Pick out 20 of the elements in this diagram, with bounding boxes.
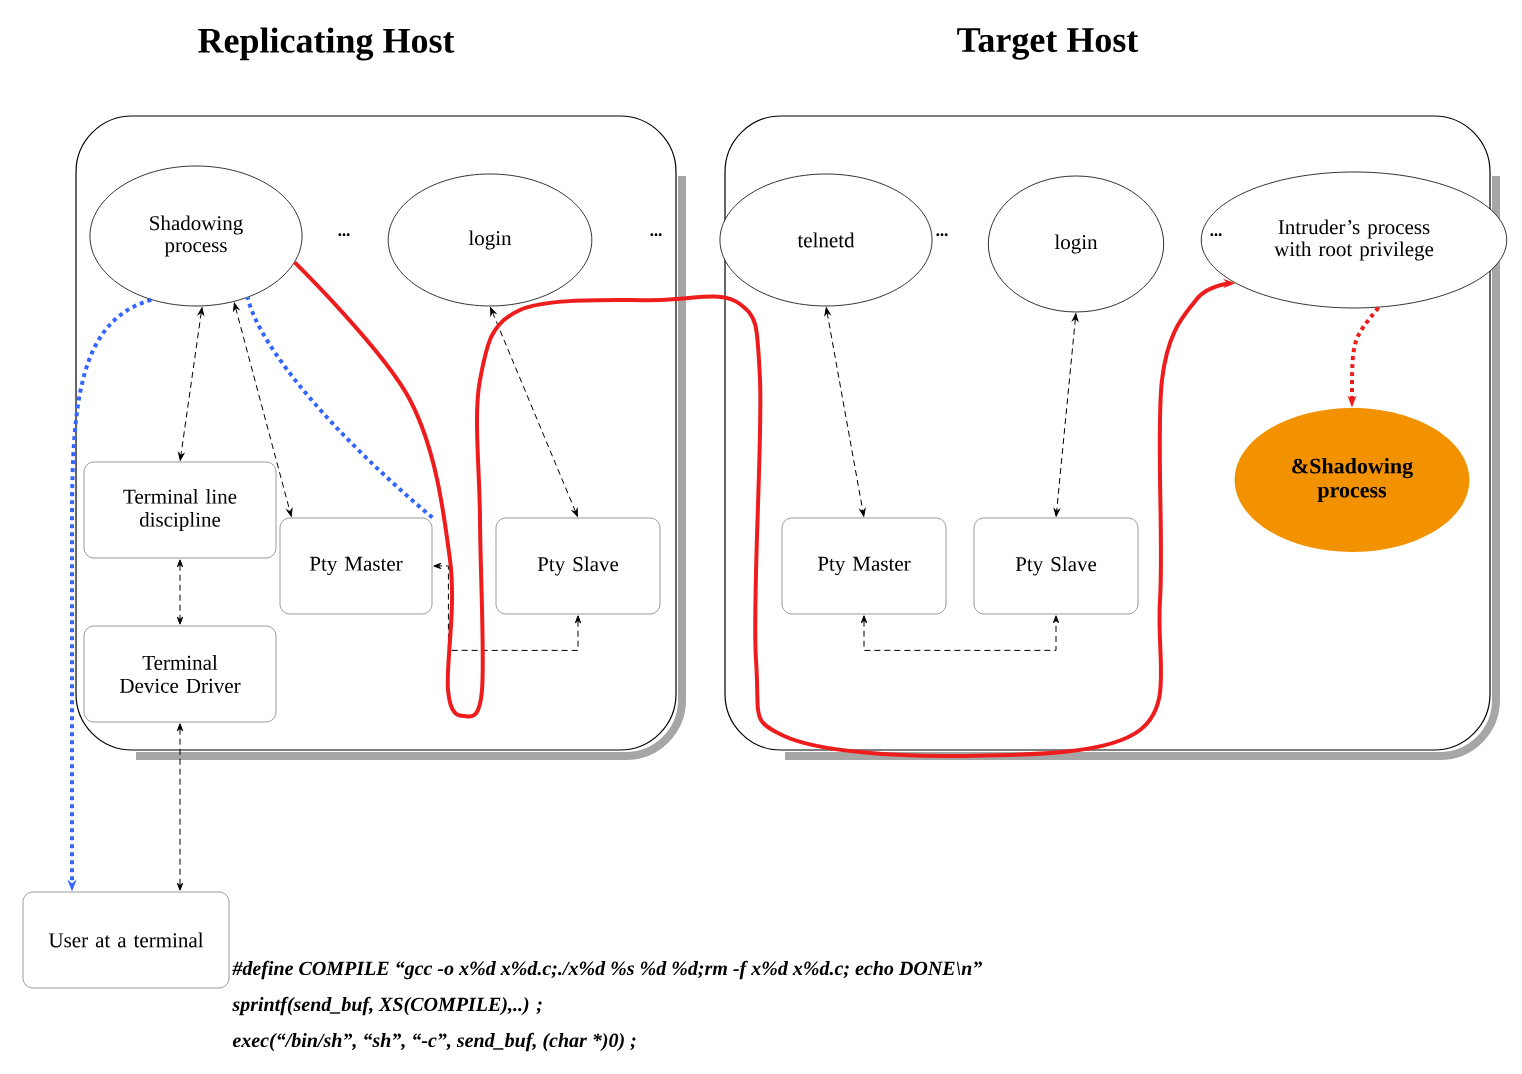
process-box: Pty Slave (973, 517, 1139, 615)
arrow (178, 307, 205, 461)
arrow (490, 307, 578, 517)
process-box: User at a terminal (22, 891, 230, 989)
arrow (1053, 313, 1079, 517)
arrow (433, 562, 582, 651)
node-label: Target Host (957, 28, 1139, 60)
arrow (233, 302, 293, 517)
node-label: Replicating Host (198, 27, 455, 61)
process-box: Pty Master (781, 517, 947, 615)
code-line: sprintf(send_buf, XS(COMPILE),..) ; (232, 996, 542, 1016)
arrow (176, 723, 184, 891)
arrow (824, 307, 866, 517)
process-box: Terminal line discipline (83, 461, 277, 559)
code-line: exec(“/bin/sh”, “sh”, “-c”, send_buf, (char *)0) ; (232, 1032, 636, 1052)
arrow (176, 559, 184, 625)
process-box: Pty Master (279, 517, 433, 615)
process-box: Pty Slave (495, 517, 661, 615)
process-box: Terminal Device Driver (83, 625, 277, 723)
arrow (860, 615, 1060, 651)
